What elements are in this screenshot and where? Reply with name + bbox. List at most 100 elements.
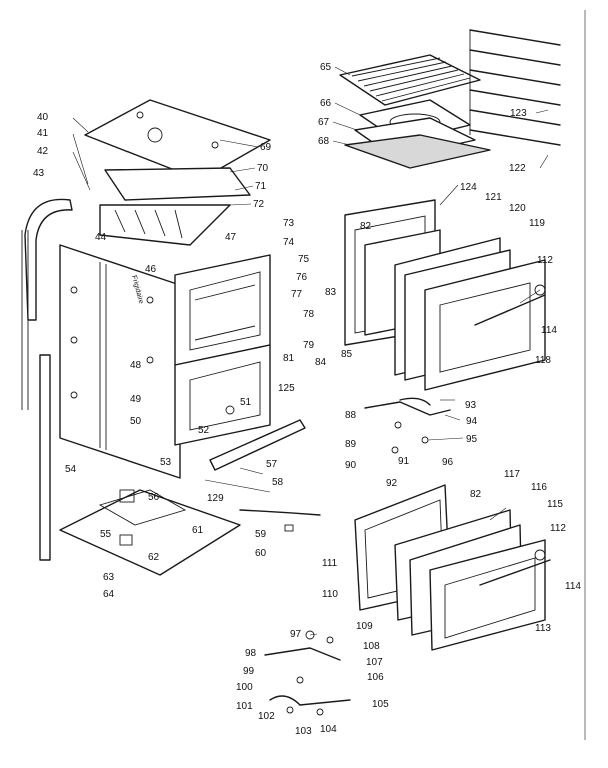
callout-102: 102 [258, 711, 275, 722]
callout-129: 129 [207, 493, 224, 504]
latch-parts [264, 630, 351, 716]
callout-51: 51 [240, 397, 252, 408]
callout-49: 49 [130, 394, 142, 405]
front-frame-top [104, 167, 251, 201]
callout-78: 78 [303, 309, 315, 320]
callout-55: 55 [100, 529, 112, 540]
callout-85: 85 [341, 349, 353, 360]
callout-66: 66 [320, 98, 332, 109]
oven-rack-assembly [339, 29, 561, 169]
callout-labels: 40 41 42 43 44 46 47 48 49 50 51 52 53 5… [33, 62, 581, 737]
callout-122: 122 [509, 163, 526, 174]
callout-91: 91 [398, 456, 410, 467]
callout-44: 44 [95, 232, 107, 243]
callout-95: 95 [466, 434, 478, 445]
base-tray [59, 489, 241, 576]
callout-54: 54 [65, 464, 77, 475]
callout-63: 63 [103, 572, 115, 583]
callout-118: 118 [535, 355, 551, 366]
callout-93: 93 [465, 400, 477, 411]
callout-99: 99 [243, 666, 255, 677]
callout-105: 105 [372, 699, 389, 710]
callout-48: 48 [130, 360, 142, 371]
callout-41: 41 [37, 128, 49, 139]
callout-71: 71 [255, 181, 267, 192]
top-panel [84, 99, 271, 181]
callout-68: 68 [318, 136, 330, 147]
callout-53: 53 [160, 457, 172, 468]
callout-114-lower: 114 [565, 581, 581, 592]
callout-82-upper: 82 [360, 221, 372, 232]
side-panel [59, 244, 181, 479]
callout-60: 60 [255, 548, 267, 559]
callout-82-lower: 82 [470, 489, 482, 500]
callout-107: 107 [366, 657, 383, 668]
lower-oven-cavity [174, 344, 271, 446]
callout-108: 108 [363, 641, 380, 652]
callout-119: 119 [529, 218, 545, 229]
callout-114-upper: 114 [541, 325, 557, 336]
lower-door-assembly [354, 484, 551, 651]
callout-43: 43 [33, 168, 45, 179]
callout-124: 124 [460, 182, 477, 193]
callout-73: 73 [283, 218, 295, 229]
callout-94: 94 [466, 416, 478, 427]
side-rail-panels [469, 29, 561, 146]
callout-46: 46 [145, 264, 157, 275]
callout-120: 120 [509, 203, 526, 214]
callout-75: 75 [298, 254, 310, 265]
callout-112-upper: 112 [537, 255, 553, 266]
callout-40: 40 [37, 112, 49, 123]
callout-67: 67 [318, 117, 330, 128]
lower-door-outer-panel [429, 539, 546, 651]
callout-57: 57 [266, 459, 278, 470]
callout-104: 104 [320, 724, 337, 735]
power-cord [239, 509, 321, 516]
callout-42: 42 [37, 146, 49, 157]
callout-111: 111 [322, 558, 338, 569]
callout-97: 97 [290, 629, 302, 640]
callout-100: 100 [236, 682, 253, 693]
callout-125: 125 [278, 383, 295, 394]
broil-pan-tray [344, 134, 491, 169]
callout-74: 74 [283, 237, 295, 248]
callout-113: 113 [535, 623, 551, 634]
callout-72: 72 [253, 199, 265, 210]
oven-cabinet-assembly: Frigidaire [21, 99, 321, 576]
callout-56: 56 [148, 492, 160, 503]
door-handle [474, 294, 546, 326]
callout-69: 69 [260, 142, 272, 153]
broil-strip [209, 419, 306, 471]
upper-door-assembly [344, 199, 546, 391]
callout-77: 77 [291, 289, 303, 300]
vent-trim [99, 204, 231, 246]
callout-47: 47 [225, 232, 237, 243]
callout-110: 110 [322, 589, 338, 600]
leader-lines [72, 66, 549, 636]
callout-106: 106 [367, 672, 384, 683]
callout-121: 121 [485, 192, 502, 203]
callout-109: 109 [356, 621, 373, 632]
callout-96: 96 [442, 457, 454, 468]
callout-98: 98 [245, 648, 257, 659]
callout-103: 103 [295, 726, 312, 737]
callout-52: 52 [198, 425, 210, 436]
callout-90: 90 [345, 460, 357, 471]
callout-101: 101 [236, 701, 253, 712]
callout-62: 62 [148, 552, 160, 563]
hinge-parts [364, 397, 451, 454]
lower-door-handle [479, 559, 551, 586]
callout-76: 76 [296, 272, 308, 283]
callout-88: 88 [345, 410, 357, 421]
hinge-arm [364, 401, 451, 416]
callout-81: 81 [283, 353, 295, 364]
callout-65: 65 [320, 62, 332, 73]
side-trim [24, 198, 73, 321]
latch-rod [264, 647, 341, 661]
callout-116: 116 [531, 482, 547, 493]
trim-strip [39, 354, 51, 561]
callout-83: 83 [325, 287, 337, 298]
callout-89: 89 [345, 439, 357, 450]
callout-64: 64 [103, 589, 115, 600]
